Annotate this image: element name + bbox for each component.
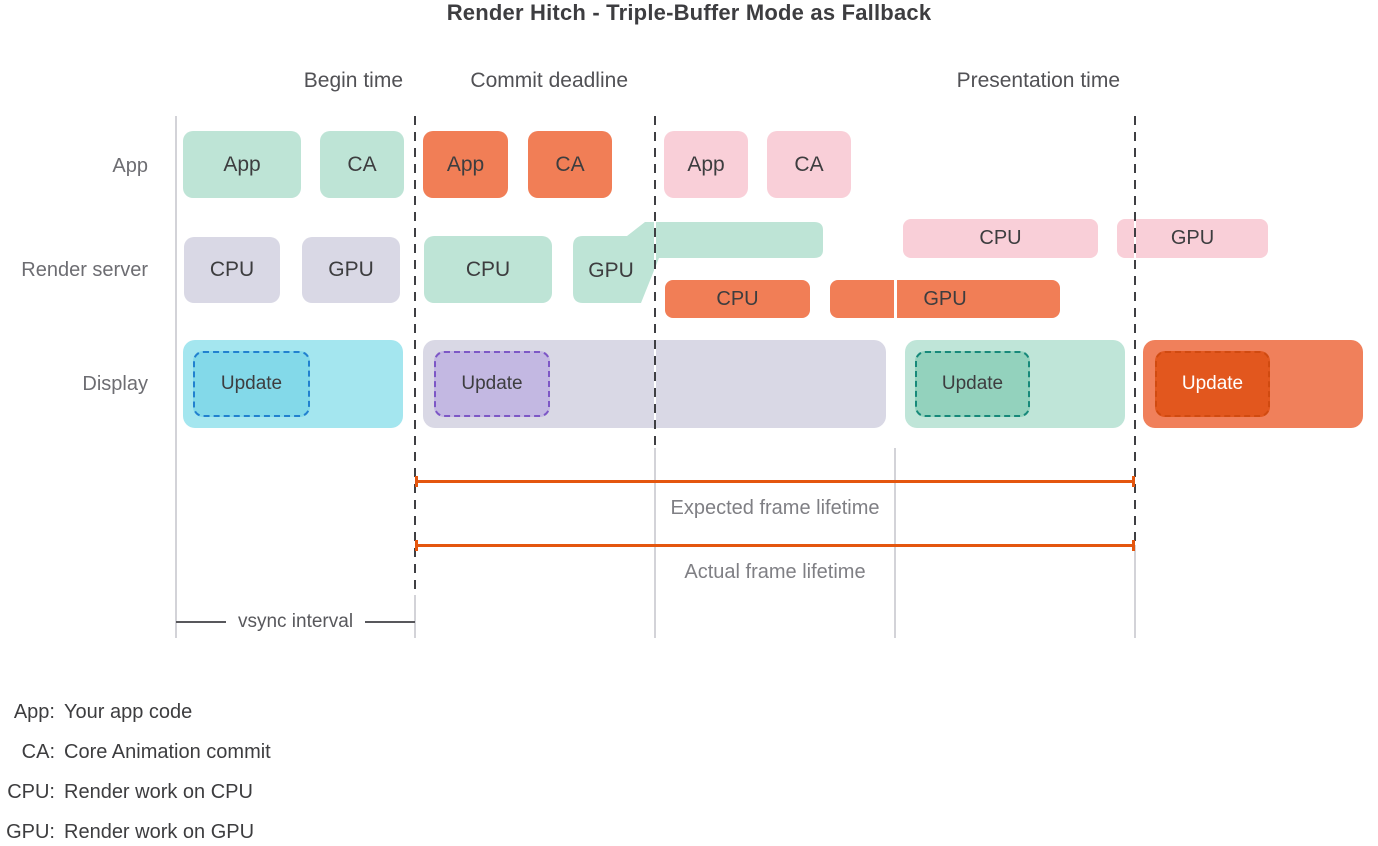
mid-vsync-line-white xyxy=(894,116,897,448)
render-block-current-cpu: CPU xyxy=(424,236,552,303)
marker-label-commit-deadline: Commit deadline xyxy=(470,69,628,92)
legend-definition-cpu: Render work on CPU xyxy=(64,781,253,803)
marker-label-begin-time: Begin time xyxy=(303,69,403,92)
render-block-early-cpu: CPU xyxy=(903,219,1098,258)
legend-definition-app: Your app code xyxy=(64,701,193,723)
marker-label-presentation-time: Presentation time xyxy=(956,69,1120,92)
app-block-prev-ca: CA xyxy=(320,131,404,198)
display-update-2: Update xyxy=(434,351,550,417)
vsync-bracket-right-segment xyxy=(365,621,416,623)
timeline-start-line xyxy=(175,116,177,638)
actual-lifetime-line xyxy=(415,544,1135,547)
presentation-line-dashed xyxy=(1134,116,1136,545)
legend-term-gpu: GPU: xyxy=(6,821,55,843)
legend-definition-gpu: Render work on GPU xyxy=(64,821,255,843)
row-label-app: App xyxy=(112,155,148,177)
render-block-early-gpu: GPU xyxy=(1117,219,1268,258)
begin-line-dashed xyxy=(414,116,416,595)
vsync-interval-label: vsync interval xyxy=(237,611,354,632)
vsync-interval-bracket: vsync interval xyxy=(176,611,416,632)
legend-item-ca: CA: Core Animation commit xyxy=(0,741,271,781)
actual-lifetime-cap-right xyxy=(1132,540,1135,551)
legend-definition-ca: Core Animation commit xyxy=(64,741,271,763)
app-block-next-ca: CA xyxy=(767,131,851,198)
expected-lifetime-cap-right xyxy=(1132,476,1135,487)
legend-term-cpu: CPU: xyxy=(7,781,55,803)
render-block-late-cpu: CPU xyxy=(665,280,810,318)
display-update-3: Update xyxy=(915,351,1030,417)
render-block-prev-cpu: CPU xyxy=(184,237,280,303)
row-label-display: Display xyxy=(82,373,148,395)
presentation-line-lower xyxy=(1134,545,1136,638)
row-label-render-server: Render server xyxy=(21,259,148,281)
commit-line-dashed xyxy=(654,116,656,448)
app-block-current-ca: CA xyxy=(528,131,612,198)
legend-term-app: App: xyxy=(13,701,55,723)
mid-vsync-line-lower xyxy=(894,448,896,638)
expected-lifetime-cap-left xyxy=(415,476,418,487)
actual-lifetime-cap-left xyxy=(415,540,418,551)
render-block-late-gpu: GPU xyxy=(830,280,1060,318)
diagram-title: Render Hitch - Triple-Buffer Mode as Fal… xyxy=(446,0,932,25)
legend-term-ca: CA: xyxy=(21,741,55,763)
begin-line-lower xyxy=(414,595,416,638)
legend-item-app: App: Your app code xyxy=(0,701,271,741)
legend-item-cpu: CPU: Render work on CPU xyxy=(0,781,271,821)
legend-item-gpu: GPU: Render work on GPU xyxy=(0,821,271,846)
render-block-prev-gpu: GPU xyxy=(302,237,400,303)
commit-line-lower xyxy=(654,448,656,638)
expected-lifetime-label: Expected frame lifetime xyxy=(670,497,880,519)
vsync-bracket-left-segment xyxy=(176,621,226,623)
render-block-current-gpu-label: GPU xyxy=(588,259,634,282)
app-block-next-app: App xyxy=(664,131,748,198)
display-update-4: Update xyxy=(1155,351,1270,417)
legend: App: Your app code CA: Core Animation co… xyxy=(0,701,271,846)
app-block-prev-app: App xyxy=(183,131,301,198)
display-update-1: Update xyxy=(193,351,310,417)
expected-lifetime-line xyxy=(415,480,1135,483)
app-block-current-app: App xyxy=(423,131,508,198)
actual-lifetime-label: Actual frame lifetime xyxy=(684,561,866,583)
